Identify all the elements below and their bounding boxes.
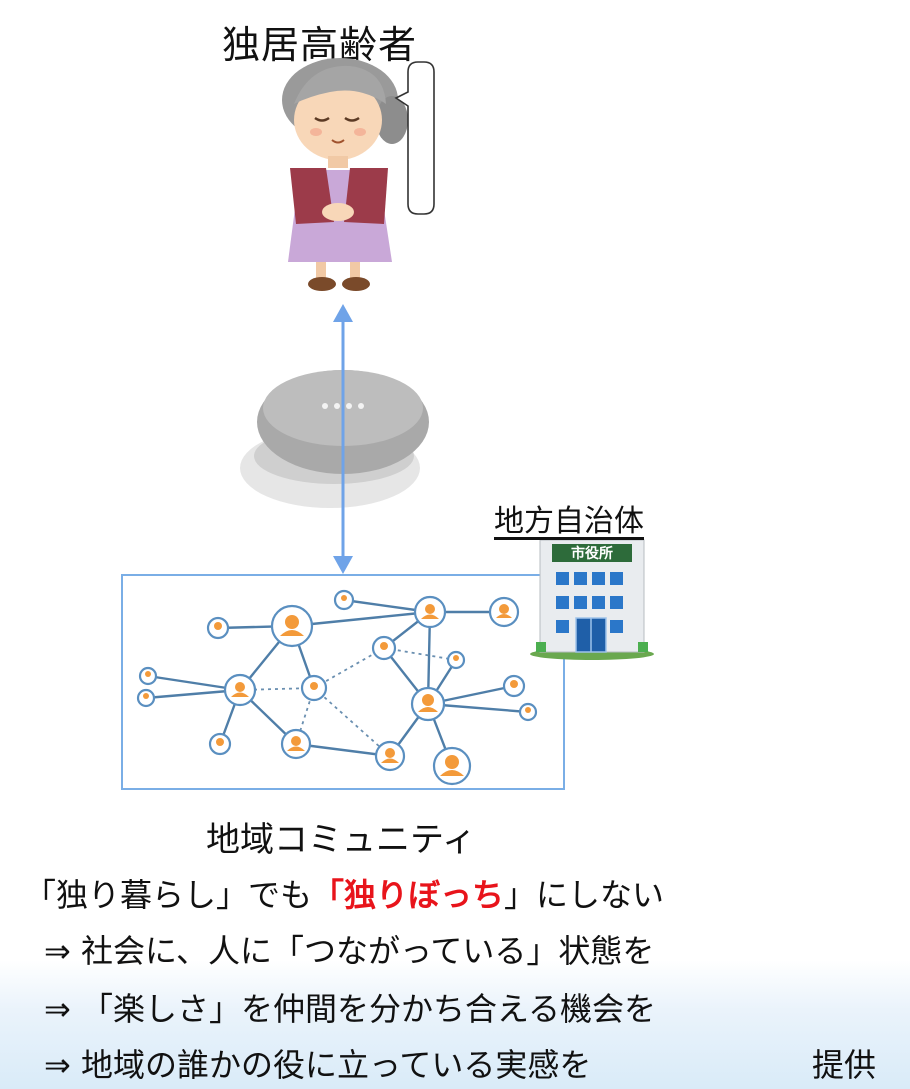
- city-hall-sign: 市役所: [571, 545, 613, 562]
- city-hall-illustration: 市役所: [530, 539, 654, 660]
- bullet-item: ⇒ 「楽しさ」を仲間を分かち合える機会を: [44, 990, 657, 1028]
- smart-speaker-illustration: [240, 370, 429, 508]
- community-network-nodes: [136, 589, 538, 786]
- slogan-highlight: 「独りぼっち: [312, 876, 505, 914]
- speech-bubble: [394, 61, 435, 215]
- bullet-item: ⇒ 社会に、人に「つながっている」状態を: [44, 932, 655, 970]
- page-title: 独居高齢者: [222, 23, 418, 67]
- elderly-woman-illustration: [282, 58, 408, 291]
- slogan-part-2: 」にしない: [504, 876, 665, 914]
- slogan: 「独り暮らし」でも「独りぼっち」にしない: [24, 870, 664, 916]
- community-network-box: [121, 574, 565, 790]
- person-icons: [143, 595, 531, 776]
- local-government-label: 地方自治体: [494, 504, 644, 539]
- slogan-part-1: 「独り暮らし」でも: [24, 876, 313, 914]
- provide-label: 提供: [812, 1046, 877, 1084]
- community-network-dotted-links: [239, 647, 457, 757]
- bullet-item: ⇒ 地域の誰かの役に立っている実感を: [44, 1046, 592, 1084]
- bidirectional-arrow: [333, 304, 353, 574]
- community-label: 地域コミュニティ: [206, 820, 476, 860]
